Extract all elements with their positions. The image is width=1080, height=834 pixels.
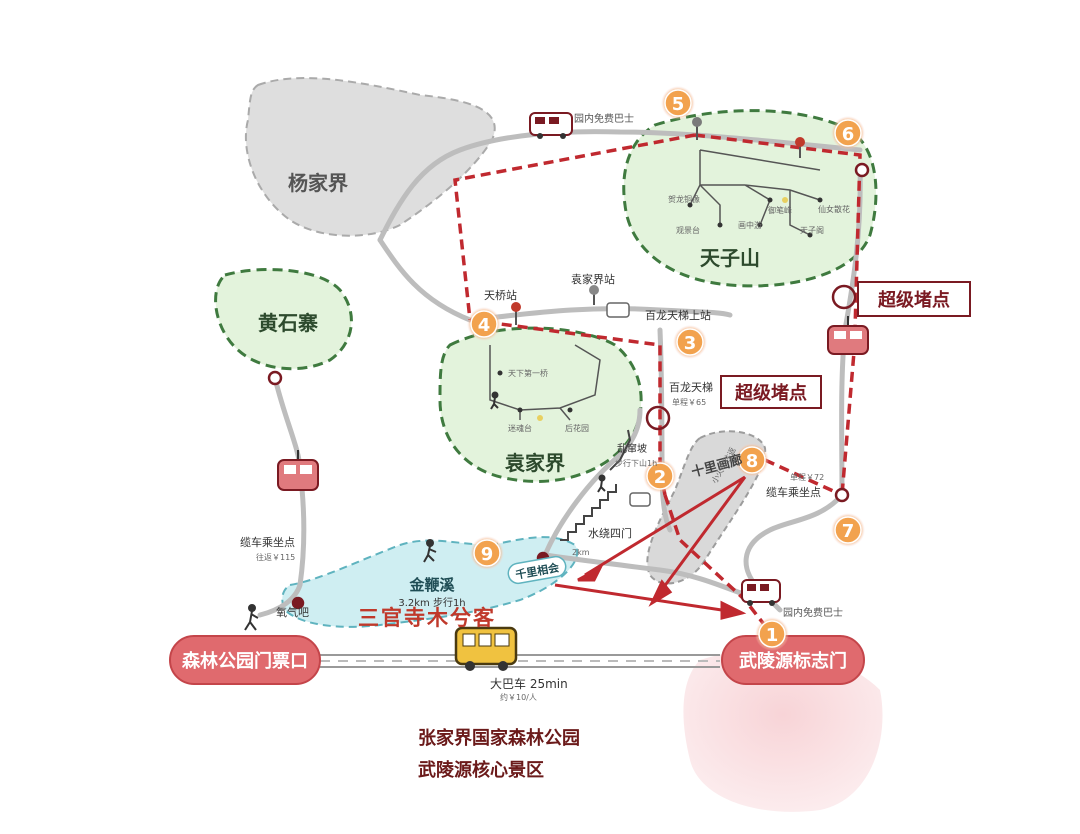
cable-car-right-icon xyxy=(827,316,869,355)
tianzishan-dots xyxy=(687,197,823,238)
congestion-callout-upper: 超级堵点 xyxy=(831,281,971,317)
tianzishan-trails xyxy=(689,149,821,236)
shuiraosimen-label: 水绕四门 xyxy=(588,526,632,540)
footer-line2: 武陵源核心景区 xyxy=(418,759,544,781)
marker-2: 2 xyxy=(643,459,677,493)
cable-right-label: 缆车乘坐点 xyxy=(766,485,821,499)
route-arrows xyxy=(554,475,747,620)
main-road xyxy=(320,654,720,668)
tianzi-spot-2: 仙女散花 xyxy=(818,204,850,214)
yuanjia-spot-2: 后花园 xyxy=(565,423,589,433)
qianlixianghui-badge: 千里相会 xyxy=(507,555,567,585)
huangshizhai-region xyxy=(214,268,353,371)
marker-1: 1 xyxy=(755,617,789,651)
cable-left-label: 缆车乘坐点 xyxy=(240,535,295,549)
svg-text:6: 6 xyxy=(842,124,855,145)
tianzishan-label: 天子山 xyxy=(700,246,760,270)
tianqiao-station-label: 天桥站 xyxy=(484,288,517,302)
luanchuanpo-sub: 步行下山1h xyxy=(615,458,657,468)
numbered-markers[interactable]: 1 2 3 4 5 6 7 8 9 xyxy=(467,86,865,651)
main-bus-price: 约￥10/人 xyxy=(500,692,537,702)
marker-6: 6 xyxy=(831,116,865,150)
left-gate[interactable]: 森林公园门票口 xyxy=(169,635,321,685)
marker-5: 5 xyxy=(661,86,695,120)
bus-top-label: 园内免费巴士 xyxy=(574,112,634,125)
marker-3: 3 xyxy=(673,325,707,359)
tianzi-spot-3: 观景台 xyxy=(676,225,700,235)
pink-area xyxy=(683,650,883,812)
jinbianxi-region xyxy=(281,536,578,628)
yuanjia-spot-1: 迷魂台 xyxy=(508,423,532,433)
jinbianxi-info: 3.2km 步行1h xyxy=(398,596,465,609)
main-bus-label: 大巴车 25min xyxy=(490,676,568,691)
cable-left-price: 往返￥115 xyxy=(256,552,295,562)
huangshizhai-label: 黄石寨 xyxy=(258,311,318,335)
yangjiajie-label: 杨家界 xyxy=(288,171,348,195)
svg-text:7: 7 xyxy=(842,521,855,542)
marker-4: 4 xyxy=(467,307,501,341)
yangqiba-label: 氧气吧 xyxy=(276,605,309,619)
cable-car-left-icon xyxy=(277,450,319,491)
right-gate-label: 武陵源标志门 xyxy=(739,650,847,672)
footer-line1: 张家界国家森林公园 xyxy=(418,727,580,749)
svg-text:5: 5 xyxy=(672,94,685,115)
jinbianxi-label: 金鞭溪 xyxy=(408,576,455,594)
svg-text:3: 3 xyxy=(684,333,697,354)
svg-text:4: 4 xyxy=(478,315,491,336)
congestion-label-upper: 超级堵点 xyxy=(878,289,950,311)
marker-7: 7 xyxy=(831,513,865,547)
svg-text:2: 2 xyxy=(654,467,667,488)
tianzi-spot-4: 画中游 xyxy=(738,220,762,230)
cable-right-price: 单程￥72 xyxy=(790,472,824,482)
luanchuanpo-label: 乱窜坡 xyxy=(617,442,647,455)
bailong-price: 单程￥65 xyxy=(672,397,706,407)
tianzi-spot-1: 御笔峰 xyxy=(768,205,792,215)
bailong-label: 百龙天梯 xyxy=(669,381,713,394)
stairs xyxy=(560,484,617,541)
yuanjiajie-dots xyxy=(497,370,573,421)
svg-text:8: 8 xyxy=(746,451,759,472)
congestion-callout-lower: 超级堵点 xyxy=(645,375,822,431)
bus-bottom-icon xyxy=(741,579,781,606)
tianzi-spot-5: 天子阁 xyxy=(800,225,824,235)
station-pins xyxy=(511,117,805,325)
main-bus-icon xyxy=(454,626,518,671)
left-gate-label: 森林公园门票口 xyxy=(182,650,308,672)
bus-bottom-label: 园内免费巴士 xyxy=(783,606,843,619)
shuiraosimen-distance: 2km xyxy=(572,548,590,557)
right-gate[interactable]: 武陵源标志门 xyxy=(721,635,865,685)
svg-text:1: 1 xyxy=(766,625,779,646)
tianzishan-region xyxy=(622,109,878,288)
congestion-label-lower: 超级堵点 xyxy=(735,382,807,404)
bailong-top-label: 百龙天梯上站 xyxy=(645,308,711,322)
handwritten-note: 三官寺木兮客 xyxy=(358,605,496,630)
yuanjia-spot-0: 天下第一桥 xyxy=(508,368,548,378)
bus-top-icon xyxy=(529,112,573,139)
shilihualang-region xyxy=(646,430,767,585)
yuanjiajie-station-label: 袁家界站 xyxy=(571,272,615,286)
svg-text:9: 9 xyxy=(481,544,494,565)
small-bus-icon xyxy=(606,302,651,507)
yangjiajie-region xyxy=(244,77,496,237)
hiker-icon xyxy=(244,391,606,631)
stairs-upper xyxy=(609,429,632,471)
yuanjiajie-label: 袁家界 xyxy=(504,451,565,475)
marker-8: 8 xyxy=(735,443,769,477)
marker-9: 9 xyxy=(470,536,504,570)
tianzi-spot-0: 贺龙铜像 xyxy=(668,194,700,204)
